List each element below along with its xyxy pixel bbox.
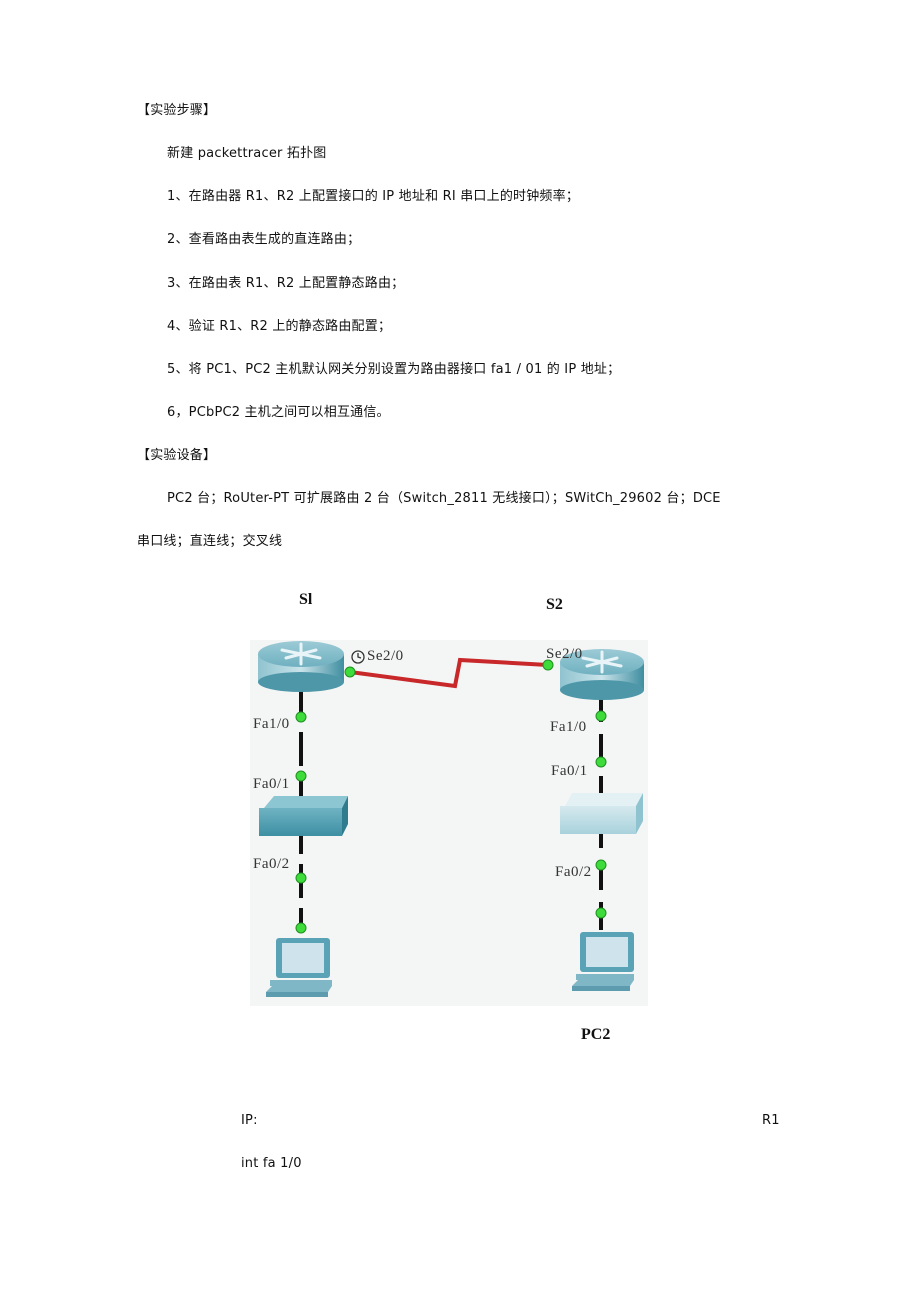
port-dot-right-pc <box>595 907 607 919</box>
ip-label: IP: <box>241 1113 258 1128</box>
step-4: 4、验证 R1、R2 上的静态路由配置； <box>167 319 392 334</box>
right-pc-caption: PC2 <box>581 1026 611 1043</box>
port-dot-left-switch-down <box>295 872 307 884</box>
port-label-right-switch-up: Fa0/1 <box>551 763 588 779</box>
port-dot-right-switch-up <box>595 756 607 768</box>
port-dot-right-serial <box>542 659 554 671</box>
port-label-left-switch-down: Fa0/2 <box>253 856 290 872</box>
switch-icon-left <box>259 796 348 836</box>
step-3: 3、在路由表 R1、R2 上配置静态路由； <box>167 276 405 291</box>
port-label-left-switch-up: Fa0/1 <box>253 776 290 792</box>
port-dot-right-switch-down <box>595 859 607 871</box>
port-label-right-serial: Se2/0 <box>546 646 583 662</box>
clock-icon <box>351 650 365 664</box>
step-5: 5、将 PC1、PC2 主机默认网关分别设置为路由器接口 fa1 / 01 的 … <box>167 362 621 377</box>
step-2: 2、查看路由表生成的直连路由； <box>167 232 361 247</box>
port-dot-right-router-fa <box>595 710 607 722</box>
pc-icon-left <box>266 938 332 997</box>
equipment-line-2: 串口线；直连线；交叉线 <box>137 534 283 549</box>
router-label: R1 <box>762 1113 780 1128</box>
port-label-right-switch-down: Fa0/2 <box>555 864 592 880</box>
port-dot-left-switch-up <box>295 770 307 782</box>
section-heading-equipment: 【实验设备】 <box>137 448 217 463</box>
pc-icon-right <box>572 932 634 991</box>
serial-link <box>349 657 549 689</box>
intro-line: 新建 packettracer 拓扑图 <box>167 146 327 161</box>
left-router-caption: Sl <box>299 591 313 608</box>
step-6: 6，PCbPC2 主机之间可以相互通信。 <box>167 405 390 420</box>
port-label-left-router-fa: Fa1/0 <box>253 716 290 732</box>
command-line: int fa 1/0 <box>241 1156 302 1171</box>
switch-icon-right <box>560 793 643 834</box>
router-icon-left <box>258 641 344 692</box>
section-heading-steps: 【实验步骤】 <box>137 103 217 118</box>
port-dot-left-router-fa <box>295 711 307 723</box>
port-label-right-router-fa: Fa1/0 <box>550 719 587 735</box>
port-dot-left-serial <box>344 666 356 678</box>
equipment-line-1: PC2 台；RoUter-PT 可扩展路由 2 台（Switch_2811 无线… <box>167 491 721 506</box>
port-label-left-serial: Se2/0 <box>367 648 404 664</box>
network-topology-diagram: Se2/0 Se2/0 Fa1/0 Fa0/1 Fa0/2 Fa1/0 Fa0/… <box>250 640 648 1006</box>
router-icon-right <box>560 649 644 700</box>
step-1: 1、在路由器 R1、R2 上配置接口的 IP 地址和 RI 串口上的时钟频率； <box>167 189 580 204</box>
right-router-caption: S2 <box>546 596 563 613</box>
port-dot-left-pc <box>295 922 307 934</box>
